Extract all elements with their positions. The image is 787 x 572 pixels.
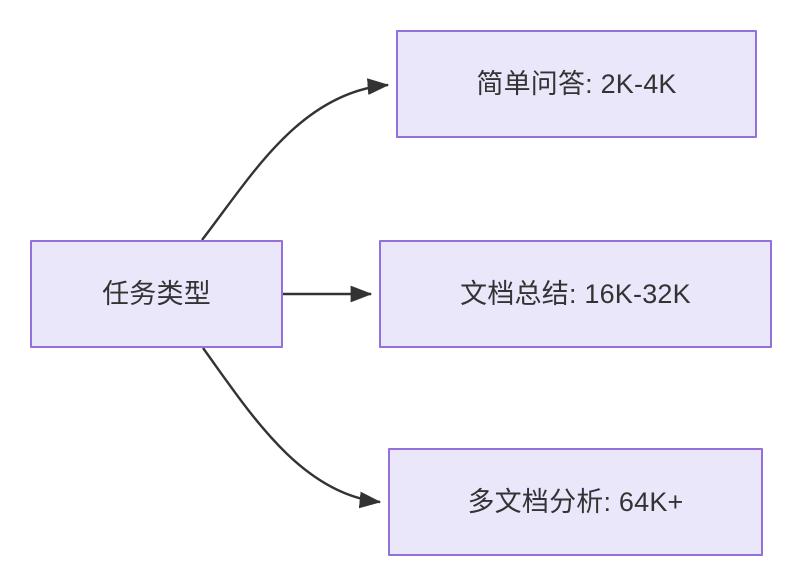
node-simple-qa[interactable]: 简单问答: 2K-4K [396, 30, 757, 138]
node-label: 任务类型 [102, 278, 211, 309]
edge-root-to-multi-doc [202, 347, 382, 509]
node-label: 文档总结: 16K-32K [460, 278, 691, 309]
node-multi-doc[interactable]: 多文档分析: 64K+ [388, 448, 763, 556]
edge-root-to-simple-qa [201, 78, 390, 241]
node-task-type[interactable]: 任务类型 [30, 240, 283, 348]
node-doc-summary[interactable]: 文档总结: 16K-32K [379, 240, 772, 348]
node-label: 多文档分析: 64K+ [467, 486, 684, 517]
node-label: 简单问答: 2K-4K [476, 68, 677, 99]
